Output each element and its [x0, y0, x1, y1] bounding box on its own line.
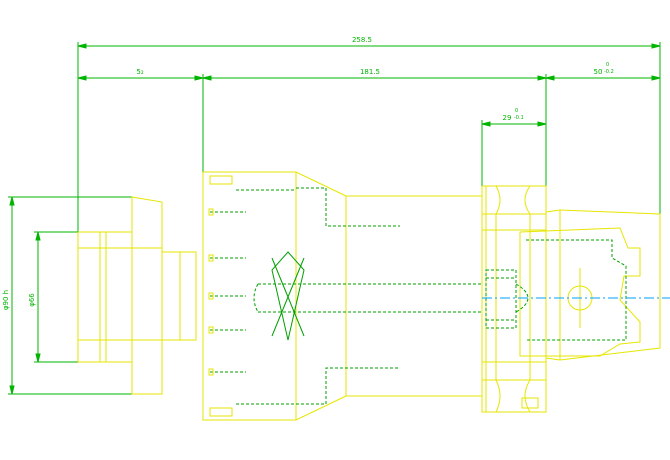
dimension-texts: 258.5 5₂ 181.5 50 29	[136, 36, 602, 122]
hidden-lines	[210, 187, 627, 405]
flange-width-label: 29	[503, 114, 512, 122]
diameter-texts: φ90 h φ66	[2, 290, 36, 310]
middle-segment-label: 181.5	[360, 68, 380, 76]
right-tol-upper: 0	[606, 62, 609, 68]
diamond-symbol	[271, 251, 305, 341]
flange-tol-lower: -0.1	[514, 115, 524, 121]
body-ticks	[208, 208, 214, 376]
right-tol-lower: -0.2	[604, 69, 614, 75]
tolerance-texts: 0 -0.2 0 -0.1	[514, 62, 614, 121]
outer-diameter-label: φ90 h	[2, 290, 10, 310]
inner-diameter-label: φ66	[28, 293, 36, 307]
flange-tol-upper: 0	[515, 108, 518, 114]
left-segment-label: 5₂	[136, 68, 143, 76]
right-segment-label: 50	[594, 68, 603, 76]
part-outline	[77, 171, 661, 421]
dimension-lines	[8, 42, 661, 395]
overall-length-label: 258.5	[352, 36, 372, 44]
